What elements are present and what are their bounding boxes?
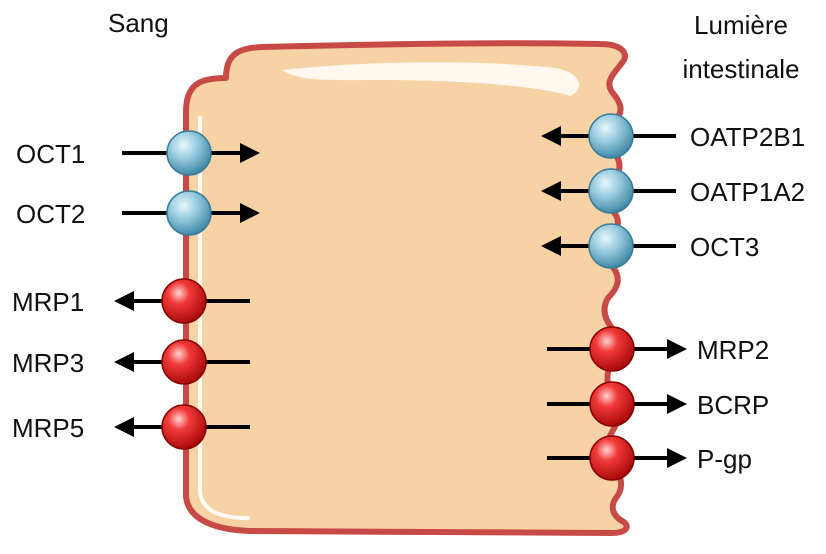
label-bcrp: BCRP [697, 392, 769, 418]
label-mrp1: MRP1 [12, 289, 84, 315]
transporter-oatp2b1 [589, 114, 633, 158]
label-oatp1a2: OATP1A2 [690, 179, 805, 205]
label-mrp3: MRP3 [12, 350, 84, 376]
transporter-bcrp [590, 382, 634, 426]
lumen-label-line1: Lumière [681, 12, 801, 38]
label-oct3: OCT3 [690, 234, 759, 260]
label-oct2: OCT2 [16, 201, 85, 227]
label-mrp2: MRP2 [697, 337, 769, 363]
transporter-oatp1a2 [589, 169, 633, 213]
transporter-mrp2 [590, 327, 634, 371]
transporter-mrp5 [162, 405, 206, 449]
label-mrp5: MRP5 [12, 415, 84, 441]
blood-label: Sang [108, 10, 169, 36]
transporter-pgp [590, 436, 634, 480]
lumen-label-line2: intestinale [666, 56, 816, 82]
label-oct1: OCT1 [16, 141, 85, 167]
transporter-oct3 [589, 224, 633, 268]
transporter-mrp1 [162, 279, 206, 323]
transporter-oct2 [167, 191, 211, 235]
transporter-oct1 [167, 131, 211, 175]
label-pgp: P-gp [697, 446, 752, 472]
transporter-mrp3 [162, 340, 206, 384]
label-oatp2b1: OATP2B1 [690, 124, 805, 150]
